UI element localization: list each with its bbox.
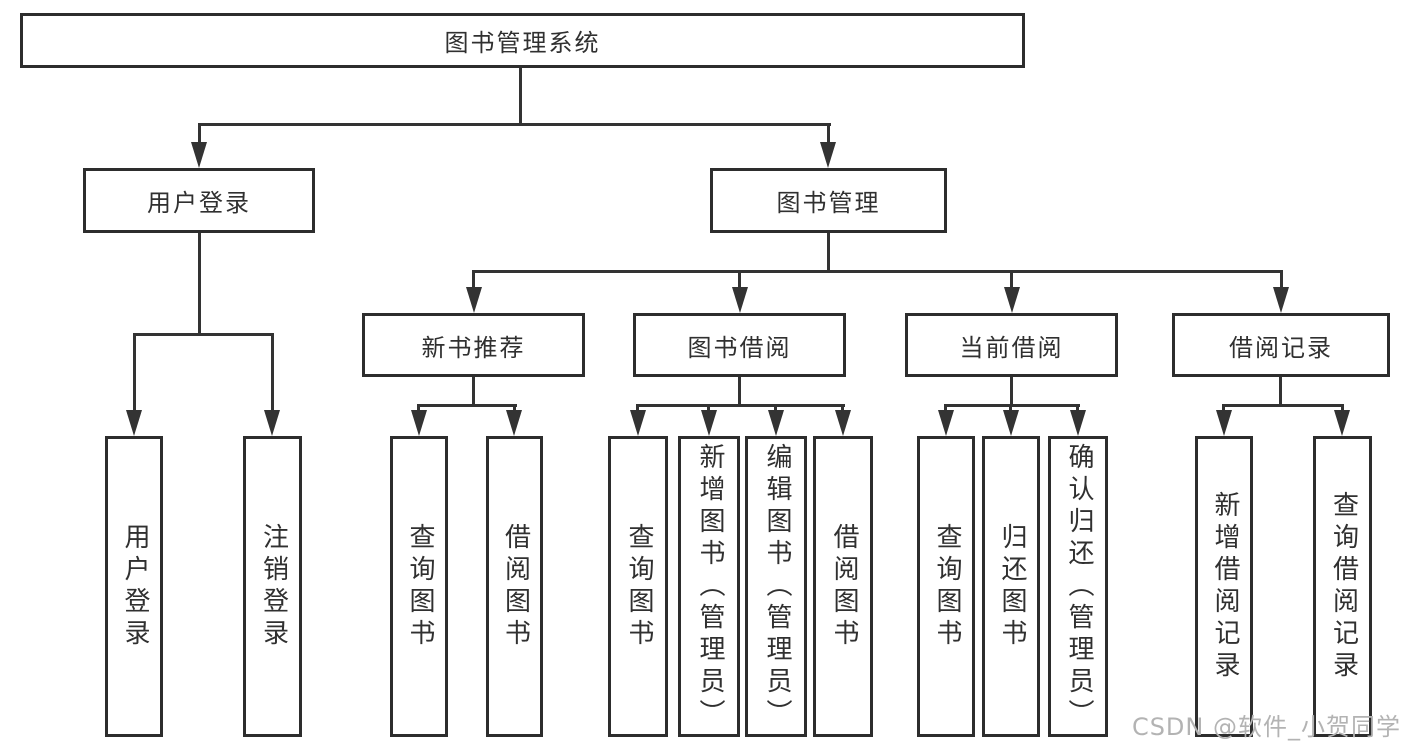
leaf-label: 确认归还（管理员） bbox=[1063, 442, 1094, 731]
connector-stub bbox=[1341, 404, 1344, 414]
csdn-watermark: CSDN @软件_小贺同学 bbox=[1131, 713, 1401, 741]
connector-stub bbox=[707, 404, 710, 414]
leaf-add-borrow-record: 新增借阅记录 bbox=[1195, 436, 1253, 737]
leaf-label: 查询图书 bbox=[404, 522, 435, 651]
node-current-borrowing: 当前借阅 bbox=[905, 313, 1118, 377]
leaf-label: 新增借阅记录 bbox=[1209, 490, 1240, 683]
leaf-query-books-borrowing: 查询图书 bbox=[608, 436, 668, 737]
connector-stub bbox=[472, 270, 475, 290]
leaf-confirm-return-admin: 确认归还（管理员） bbox=[1048, 436, 1108, 737]
connector-user-vertical bbox=[198, 233, 201, 336]
connector-stub bbox=[1076, 404, 1079, 414]
arrowhead-down-icon bbox=[701, 410, 717, 436]
arrowhead-down-icon bbox=[1004, 287, 1020, 313]
connector-recommend-vertical bbox=[472, 377, 475, 407]
connector-stub bbox=[417, 404, 420, 414]
arrowhead-down-icon bbox=[1070, 410, 1086, 436]
arrowhead-down-icon bbox=[1334, 410, 1350, 436]
node-user-login: 用户登录 bbox=[83, 168, 315, 233]
leaf-label: 借阅图书 bbox=[828, 522, 859, 651]
connector-stub bbox=[774, 404, 777, 414]
leaf-query-borrow-record: 查询借阅记录 bbox=[1313, 436, 1372, 737]
arrowhead-down-icon bbox=[820, 142, 836, 168]
leaf-borrow-books-borrowing: 借阅图书 bbox=[813, 436, 873, 737]
arrowhead-down-icon bbox=[466, 287, 482, 313]
connector-borrowing-vertical bbox=[738, 377, 741, 407]
leaf-label: 查询图书 bbox=[623, 522, 654, 651]
leaf-borrow-books-recommend: 借阅图书 bbox=[486, 436, 543, 737]
leaf-label: 用户登录 bbox=[119, 522, 150, 651]
node-book-management: 图书管理 bbox=[710, 168, 947, 233]
arrowhead-down-icon bbox=[768, 410, 784, 436]
connector-level2-horizontal bbox=[198, 123, 831, 126]
connector-stub bbox=[1010, 270, 1013, 290]
node-borrowing-records: 借阅记录 bbox=[1172, 313, 1390, 377]
connector-stub bbox=[513, 404, 516, 414]
arrowhead-down-icon bbox=[1273, 287, 1289, 313]
leaf-label: 编辑图书（管理员） bbox=[761, 442, 792, 731]
leaf-edit-books-admin: 编辑图书（管理员） bbox=[745, 436, 807, 737]
leaf-label: 查询图书 bbox=[931, 522, 962, 651]
leaf-query-books-recommend: 查询图书 bbox=[390, 436, 448, 737]
connector-stub bbox=[1222, 404, 1225, 414]
connector-bookmgmt-vertical bbox=[827, 233, 830, 273]
arrowhead-down-icon bbox=[630, 410, 646, 436]
arrowhead-down-icon bbox=[835, 410, 851, 436]
connector-current-horizontal bbox=[945, 404, 1080, 407]
leaf-label: 归还图书 bbox=[996, 522, 1027, 651]
connector-records-horizontal bbox=[1223, 404, 1344, 407]
connector-recommend-horizontal bbox=[418, 404, 517, 407]
connector-stub bbox=[738, 270, 741, 290]
connector-stub bbox=[198, 123, 201, 147]
connector-stub bbox=[133, 333, 136, 413]
connector-stub bbox=[1009, 404, 1012, 414]
arrowhead-down-icon bbox=[732, 287, 748, 313]
connector-stub bbox=[636, 404, 639, 414]
arrowhead-down-icon bbox=[506, 410, 522, 436]
leaf-return-books: 归还图书 bbox=[982, 436, 1040, 737]
connector-user-horizontal bbox=[133, 333, 274, 336]
arrowhead-down-icon bbox=[1003, 410, 1019, 436]
arrowhead-down-icon bbox=[411, 410, 427, 436]
leaf-user-login: 用户登录 bbox=[105, 436, 163, 737]
node-new-book-recommendation: 新书推荐 bbox=[362, 313, 585, 377]
leaf-add-books-admin: 新增图书（管理员） bbox=[678, 436, 740, 737]
connector-root-vertical bbox=[519, 68, 522, 126]
connector-borrowing-horizontal bbox=[637, 404, 845, 407]
node-book-borrowing: 图书借阅 bbox=[633, 313, 846, 377]
leaf-label: 查询借阅记录 bbox=[1328, 490, 1359, 683]
leaf-logout: 注销登录 bbox=[243, 436, 302, 737]
leaf-label: 借阅图书 bbox=[500, 522, 531, 651]
connector-stub bbox=[1280, 270, 1283, 290]
arrowhead-down-icon bbox=[264, 410, 280, 436]
arrowhead-down-icon bbox=[191, 142, 207, 168]
connector-level3-horizontal bbox=[472, 270, 1283, 273]
node-root: 图书管理系统 bbox=[20, 13, 1025, 68]
arrowhead-down-icon bbox=[938, 410, 954, 436]
leaf-label: 注销登录 bbox=[258, 522, 289, 651]
leaf-query-books-current: 查询图书 bbox=[917, 436, 975, 737]
connector-stub bbox=[271, 333, 274, 413]
arrowhead-down-icon bbox=[126, 410, 142, 436]
connector-stub bbox=[841, 404, 844, 414]
connector-stub bbox=[827, 123, 830, 147]
connector-stub bbox=[944, 404, 947, 414]
connector-records-vertical bbox=[1279, 377, 1282, 407]
leaf-label: 新增图书（管理员） bbox=[694, 442, 725, 731]
arrowhead-down-icon bbox=[1216, 410, 1232, 436]
connector-current-vertical bbox=[1010, 377, 1013, 407]
